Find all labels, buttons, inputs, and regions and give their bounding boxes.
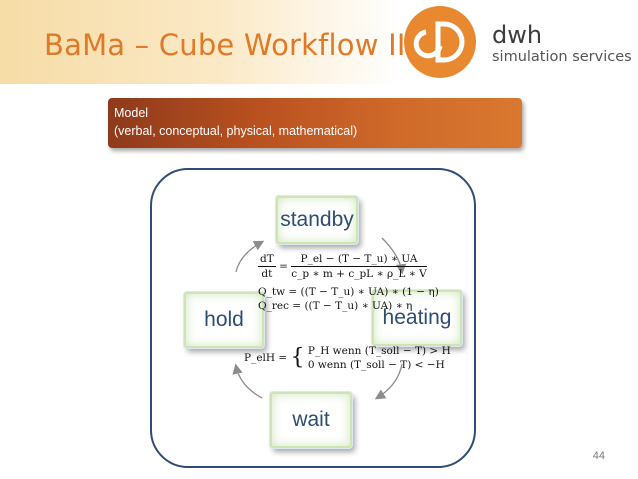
model-box: Model (verbal, conceptual, physical, mat… — [108, 98, 522, 148]
eq4-lhs: P_elH = — [244, 352, 288, 364]
eq1-rhs-den: c_p ∗ m + c_pL ∗ ρ_L ∗ V — [291, 268, 427, 280]
eq1-rhs-num: P_el − (T − T_u) ∗ UA — [291, 252, 427, 267]
eq1-lhs-num: dT — [258, 253, 276, 267]
state-wait-label: wait — [292, 408, 330, 431]
page-number: 44 — [592, 450, 605, 462]
equation-4: P_elH = { P_H wenn (T_soll − T) > H 0 we… — [244, 345, 451, 371]
header-band — [0, 0, 400, 84]
state-heating-label: heating — [382, 306, 452, 329]
brand-name: dwh — [492, 21, 543, 49]
arrow-standby-heating — [381, 237, 407, 275]
equation-2: Q_tw = ((T − T_u) ∗ UA) ∗ (1 − η) — [258, 286, 439, 298]
state-heating: heating — [372, 290, 462, 346]
equation-3: Q_rec = ((T − T_u) ∗ UA) ∗ η — [258, 300, 413, 312]
state-standby: standby — [276, 196, 358, 244]
state-wait: wait — [270, 392, 352, 448]
arrow-wait-hold — [232, 363, 263, 399]
arrow-hold-standby — [235, 240, 265, 273]
model-title: Model — [114, 106, 149, 120]
dwh-logo-icon — [404, 6, 476, 78]
brand: dwh simulation services — [492, 22, 632, 66]
brand-tagline: simulation services — [492, 49, 632, 65]
state-standby-label: standby — [280, 208, 354, 231]
eq1-lhs-den: dt — [261, 268, 273, 280]
slide-title: BaMa – Cube Workflow III — [44, 28, 415, 62]
eq4-case1: P_H wenn (T_soll − T) > H — [307, 345, 451, 357]
model-subtitle: (verbal, conceptual, physical, mathemati… — [114, 124, 358, 138]
eq4-case2: 0 wenn (T_soll − T) < −H — [307, 359, 445, 371]
arrow-heating-wait — [374, 363, 403, 400]
state-hold-label: hold — [204, 308, 244, 331]
state-hold: hold — [184, 292, 264, 348]
